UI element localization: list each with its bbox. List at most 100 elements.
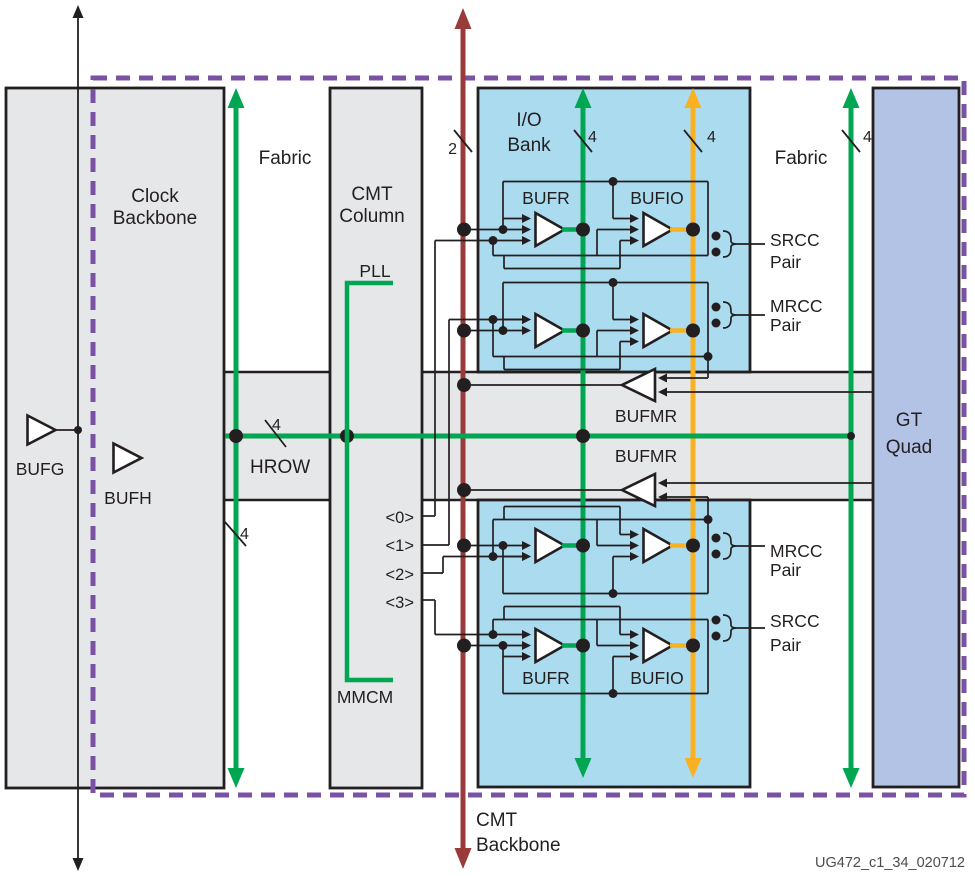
bufmr-triangle [619,366,657,404]
gt-quad-label-line1: GT [896,410,923,431]
bufr-input-arrow [522,236,531,245]
tick-cmt-backbone-width: 2 [448,141,457,158]
cmt-backbone-label-line2: Backbone [476,835,561,856]
hrow-label: HROW [250,457,310,478]
clock-pin-pad [711,247,721,257]
fabric-label-right: Fabric [775,148,828,169]
hrow-fabric-junction-dot [229,429,243,443]
bufr-bus-junction-dot [576,222,590,237]
tick-slash [683,129,703,153]
tick-bufr-bus-width: 4 [588,129,597,146]
bufg-label: BUFG [16,459,65,479]
tick-fabric-width: 4 [240,526,249,543]
tick-hrow-width: 4 [272,417,281,434]
bufio-triangle [642,210,676,249]
srcc-pair-bottom-label-line2: Pair [770,635,801,655]
bufr-triangle [534,526,568,565]
cmt-tap-3-label: <3> [386,594,414,612]
bufr-input-arrow [522,315,531,324]
bufmr-input-arrow [658,373,667,383]
clock-pin-pad [711,318,721,328]
clock-pin-pad [711,615,721,625]
cmt-backbone-arrow-down [454,848,472,869]
bufio-bus-junction-dot [686,222,700,237]
figure-reference: UG472_c1_34_020712 [815,855,965,871]
bufio-input-arrow [630,630,639,639]
srcc-pair-bottom-label-line1: SRCC [770,611,820,631]
io-bank-bottom-box [476,498,752,789]
bufio-triangle [642,526,676,565]
bufio-bus-junction-dot [686,638,700,653]
wire-dot [703,515,713,524]
cmt-backbone-junction-dot [457,538,471,553]
bufio-bus-junction-dot [686,323,700,338]
bufr-input-arrow [522,214,531,223]
bufr-input-arrow [522,225,531,234]
bufio-clock-line-arrow-up [684,88,702,108]
cmt-backbone-arrow-up [454,8,472,29]
mrcc-pair-bottom-label-line2: Pair [770,560,801,580]
io-bank-label-line1: I/O [516,110,541,131]
tick-slash [573,129,593,153]
tick-slash [453,129,473,153]
pll-mmcm-line [344,280,393,683]
clock-backbone-label-line1: Clock [131,186,179,207]
tick-bufio-bus-width: 4 [707,129,716,146]
cmt-backbone-junction-dot [457,638,471,653]
srcc-pair-top-label-line2: Pair [770,252,801,272]
clock-pin-pad [711,231,721,241]
bufg-junction-dot [74,426,82,434]
io-bank-label-line2: Bank [507,135,551,156]
srcc-pair-top-label-line1: SRCC [770,230,820,250]
bufr-triangle [534,626,568,665]
cmt-column-label-line1: CMT [351,184,393,205]
bufr-bus-junction-dot [576,323,590,338]
bufio-input-arrow [630,236,639,245]
fabric-label-left: Fabric [259,148,312,169]
gt-quad-label-line2: Quad [886,437,932,458]
bufio-label-bottom: BUFIO [630,668,683,688]
pll-label: PLL [359,261,390,281]
gt-quad-box [871,86,961,789]
bufio-input-arrow [630,530,639,539]
mrcc-pair-bottom-label-line1: MRCC [770,541,823,561]
cmt-tap-0-label: <0> [386,509,414,527]
bufr-bus-junction-dot [576,538,590,553]
mrcc-pair-top-label-line2: Pair [770,315,801,335]
bufr-input-arrow [522,326,531,335]
hrow-end-dot [847,432,855,440]
clock-pin-pad [711,549,721,559]
cmt-column-label-line2: Column [339,206,404,227]
bufr-label-top: BUFR [522,188,570,208]
clock-pin-pad [711,631,721,641]
bufio-clock-line-arrow-down [684,758,702,778]
fabric-clock-line-right-arrow-up [842,88,860,108]
cmt-backbone-junction-dot [457,323,471,338]
bufr-triangle [534,311,568,350]
clock-pin-pad [711,533,721,543]
bufmr-input-arrow [658,492,667,502]
bufr-input-arrow [522,641,531,650]
tick-slash [841,129,861,153]
tick-slash [264,419,287,448]
bufio-bus-junction-dot [686,538,700,553]
bufr-clock-line-arrow-down [574,758,592,778]
bufh-label: BUFH [104,488,152,508]
bufmr-triangle [619,471,657,509]
bufio-input-arrow [630,652,639,661]
clock-backbone-label-line2: Backbone [113,208,198,229]
bufmr-label-lower: BUFMR [615,446,677,466]
bufg-triangle [26,413,59,447]
bufio-input-arrow [630,315,639,324]
tick-gt-fabric-width: 4 [863,129,872,146]
fabric-clock-line-right-arrow-down [842,768,860,788]
bufio-triangle [642,311,676,350]
tick-slash [224,521,247,547]
bufio-input-arrow [630,541,639,550]
cmt-tap-2-label: <2> [386,566,414,584]
bufh-triangle [112,441,145,475]
bufr-bus-junction-dot [576,638,590,653]
bufr-label-bottom: BUFR [522,668,570,688]
bufio-input-arrow [630,214,639,223]
